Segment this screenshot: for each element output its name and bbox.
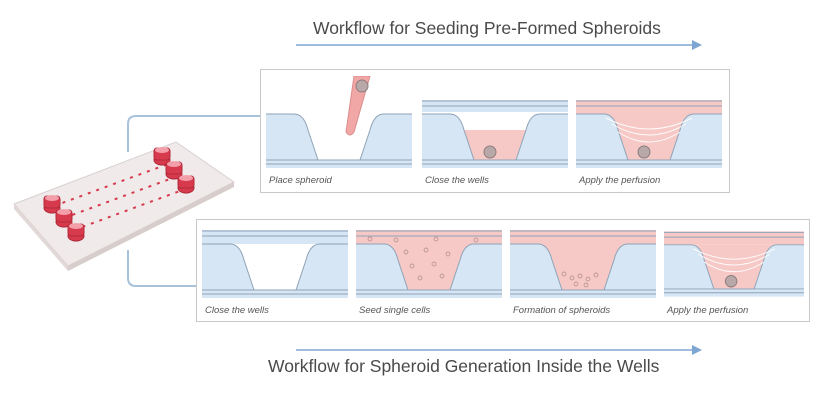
caption-seed-cells: Seed single cells — [359, 305, 431, 316]
bottom-workflow-title: Workflow for Spheroid Generation Inside … — [268, 356, 660, 376]
top-arrow-icon — [296, 40, 702, 50]
caption-close-wells-bottom: Close the wells — [205, 305, 269, 316]
step-close-wells-bottom-diagram — [202, 230, 348, 298]
connector-lines — [127, 115, 262, 287]
caption-apply-perfusion-top: Apply the perfusion — [579, 175, 661, 186]
step-apply-perfusion-bottom-diagram — [664, 231, 804, 297]
bottom-arrow-icon — [296, 345, 702, 355]
step-close-wells-diagram — [422, 100, 568, 168]
step-place-spheroid-diagram — [266, 76, 412, 168]
step-formation-spheroids-diagram — [510, 230, 656, 298]
step-apply-perfusion-top-diagram — [576, 100, 722, 168]
top-workflow-title: Workflow for Seeding Pre-Formed Spheroid… — [313, 18, 661, 38]
step-seed-cells-diagram — [356, 230, 502, 298]
caption-place-spheroid: Place spheroid — [269, 175, 332, 186]
caption-formation-spheroids: Formation of spheroids — [513, 305, 611, 316]
caption-close-wells-top: Close the wells — [425, 175, 489, 186]
microfluidic-chip-image — [13, 141, 235, 271]
caption-apply-perfusion-bottom: Apply the perfusion — [667, 305, 749, 316]
